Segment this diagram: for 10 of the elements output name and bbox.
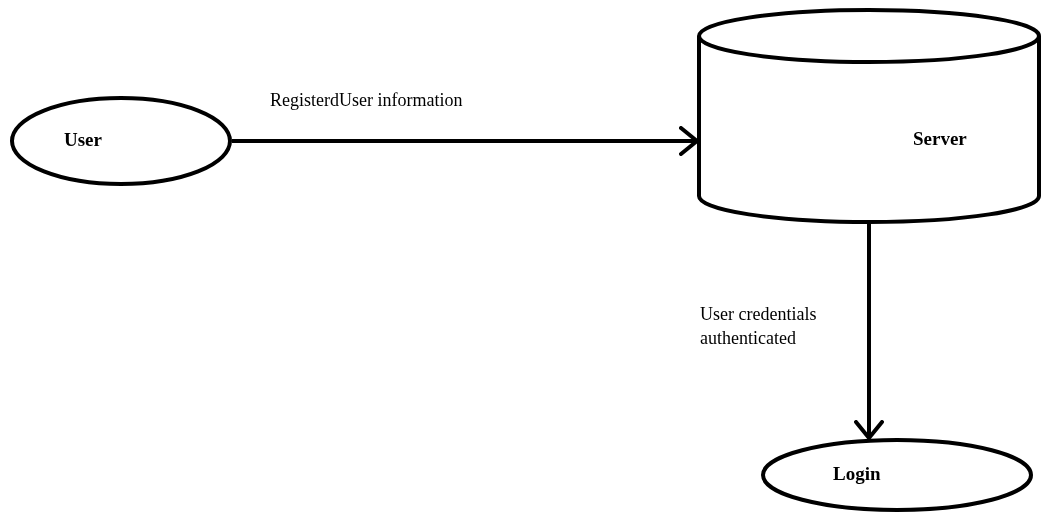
node-label: Login: [833, 463, 881, 485]
arrow: [232, 126, 699, 156]
node-label: Server: [913, 128, 967, 150]
edge-label: User credentials authenticated: [700, 303, 818, 350]
process-ellipse: [761, 438, 1033, 512]
edge-label: RegisterdUser information: [270, 89, 463, 112]
arrow: [854, 224, 884, 440]
node-label: User: [64, 129, 102, 151]
database-cylinder: [697, 8, 1041, 224]
process-ellipse: [10, 96, 232, 186]
